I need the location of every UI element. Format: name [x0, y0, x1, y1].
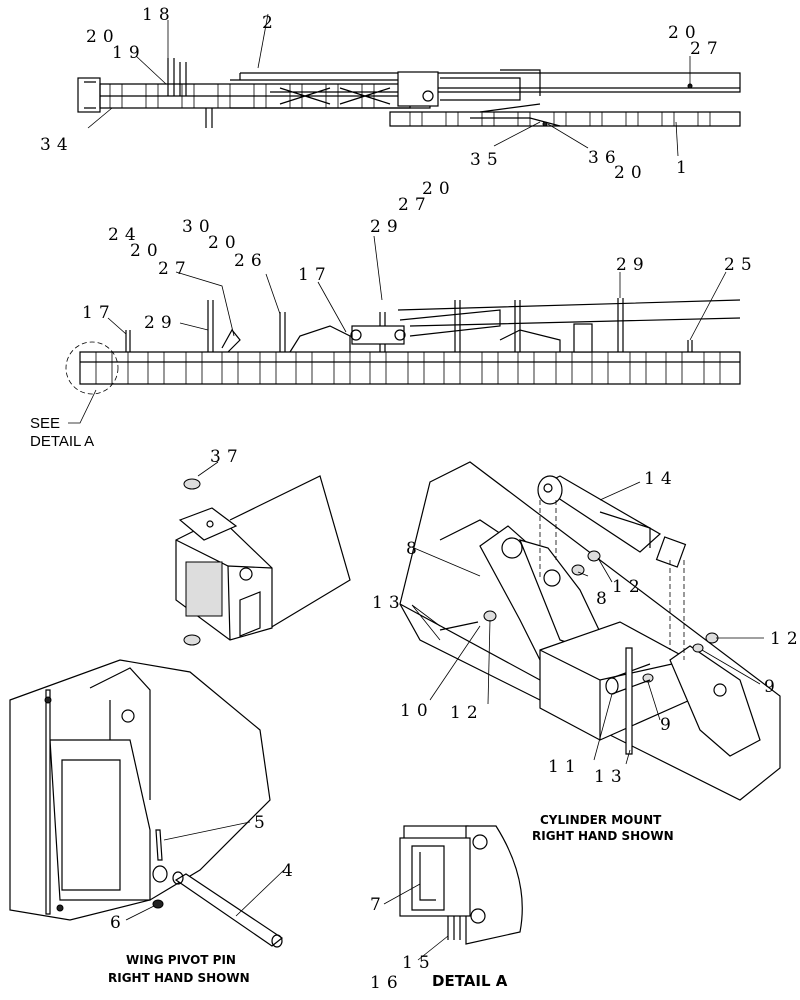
top-view	[77, 13, 741, 157]
cylinder-mount	[399, 461, 781, 801]
callout-20: 20	[668, 23, 702, 43]
callout-17: 17	[298, 265, 332, 285]
callout-20: 20	[614, 163, 648, 183]
callout-8: 8	[406, 539, 423, 559]
callout-19: 19	[112, 43, 146, 63]
cylinder-mount-caption-2: RIGHT HAND SHOWN	[532, 829, 674, 843]
callout-37: 37	[210, 447, 244, 467]
detail-a-caption: DETAIL A	[432, 972, 508, 990]
callout-14: 14	[644, 469, 678, 489]
callout-2: 2	[262, 13, 279, 33]
callout-1: 1	[676, 158, 693, 178]
callout-27: 27	[158, 259, 192, 279]
detail-a-label: DETAIL A	[30, 433, 94, 450]
callout-30: 30	[182, 217, 216, 237]
callout-29: 29	[144, 313, 178, 333]
callout-35: 35	[470, 150, 504, 170]
callout-12: 12	[612, 577, 646, 597]
callout-36: 36	[588, 148, 622, 168]
callout-29: 29	[616, 255, 650, 275]
callout-9: 9	[764, 677, 781, 697]
callout-29: 29	[370, 217, 404, 237]
callout-7: 7	[370, 895, 387, 915]
callout-17: 17	[82, 303, 116, 323]
wing-pivot-caption-2: RIGHT HAND SHOWN	[108, 971, 250, 985]
callout-27: 27	[398, 195, 432, 215]
callout-13: 13	[372, 593, 406, 613]
callout-8: 8	[596, 589, 613, 609]
callout-12: 12	[450, 703, 484, 723]
callout-20: 20	[86, 27, 120, 47]
callout-10: 10	[400, 701, 434, 721]
see-label: SEE	[30, 415, 60, 432]
bracket-37	[175, 461, 351, 646]
cylinder-mount-caption: CYLINDER MOUNT	[540, 813, 662, 827]
callout-4: 4	[282, 861, 299, 881]
callout-20: 20	[422, 179, 456, 199]
callout-13: 13	[594, 767, 628, 787]
callout-6: 6	[110, 913, 127, 933]
side-view	[65, 235, 741, 424]
callout-20: 20	[130, 241, 164, 261]
callout-15: 15	[402, 953, 436, 973]
wing-pivot	[9, 659, 285, 948]
callout-16: 16	[370, 973, 404, 993]
callout-12: 12	[770, 629, 800, 649]
callout-24: 24	[108, 225, 142, 245]
callout-26: 26	[234, 251, 268, 271]
callout-18: 18	[142, 5, 176, 25]
callout-5: 5	[254, 813, 271, 833]
callout-11: 11	[548, 757, 582, 777]
callout-25: 25	[724, 255, 758, 275]
wing-pivot-caption: WING PIVOT PIN	[126, 953, 236, 967]
callouts: 18 20 19 2 34 20 27 35 36 20 1 20 27 29 …	[40, 5, 800, 993]
callout-20: 20	[208, 233, 242, 253]
callout-9: 9	[660, 715, 677, 735]
detail-a-view	[383, 825, 523, 961]
callout-27: 27	[690, 39, 724, 59]
labels: SEE DETAIL A CYLINDER MOUNT RIGHT HAND S…	[30, 415, 674, 990]
callout-34: 34	[40, 135, 74, 155]
